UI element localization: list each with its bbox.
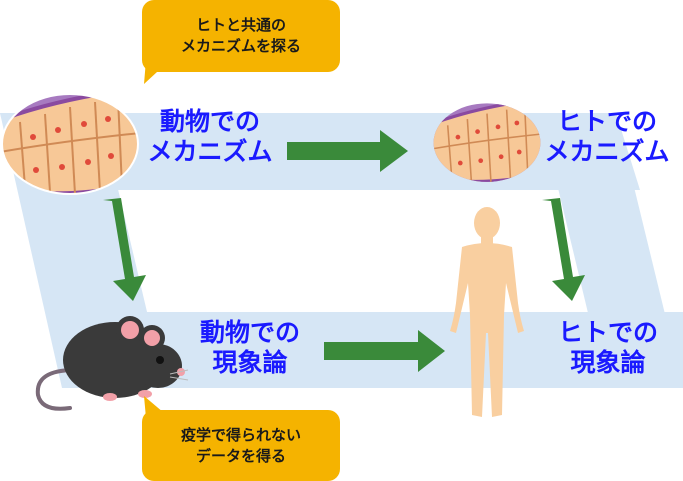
bubble-line: ヒトと共通の: [195, 16, 286, 34]
bubble-line: 疫学で得られない: [180, 425, 301, 444]
label-line: ヒトでの: [557, 318, 658, 347]
right-band: [540, 113, 683, 388]
arrow-human-mech-to-human-phen: [542, 198, 585, 301]
label-human-mechanism: ヒトでの メカニズム: [532, 107, 682, 167]
speech-bubble-bottom: 疫学で得られない データを得る: [142, 410, 340, 481]
label-human-phenomenon: ヒトでの 現象論: [548, 318, 668, 378]
label-line: 現象論: [570, 348, 646, 377]
cell-tissue-icon: [433, 103, 541, 182]
arrow-animal-mech-to-human-mech: [287, 130, 408, 172]
label-line: 現象論: [212, 348, 288, 377]
human-figure-illustration: [450, 207, 524, 417]
label-line: ヒトでの: [556, 107, 657, 136]
bubble-line: データを得る: [195, 446, 286, 465]
speech-bubble-top: ヒトと共通の メカニズムを探る: [142, 0, 340, 72]
label-line: メカニズム: [147, 137, 273, 166]
arrow-animal-phen-to-human-phen: [324, 330, 445, 372]
label-line: 動物での: [199, 318, 300, 347]
arrow-animal-mech-to-animal-phen: [103, 198, 146, 301]
label-line: 動物での: [159, 107, 260, 136]
label-animal-phenomenon: 動物での 現象論: [190, 318, 310, 378]
cell-tissue-icon: [1, 93, 139, 195]
label-animal-mechanism: 動物での メカニズム: [140, 107, 280, 167]
mouse-illustration: [35, 316, 189, 411]
bubble-line: メカニズムを探る: [180, 37, 301, 55]
label-line: メカニズム: [544, 137, 670, 166]
